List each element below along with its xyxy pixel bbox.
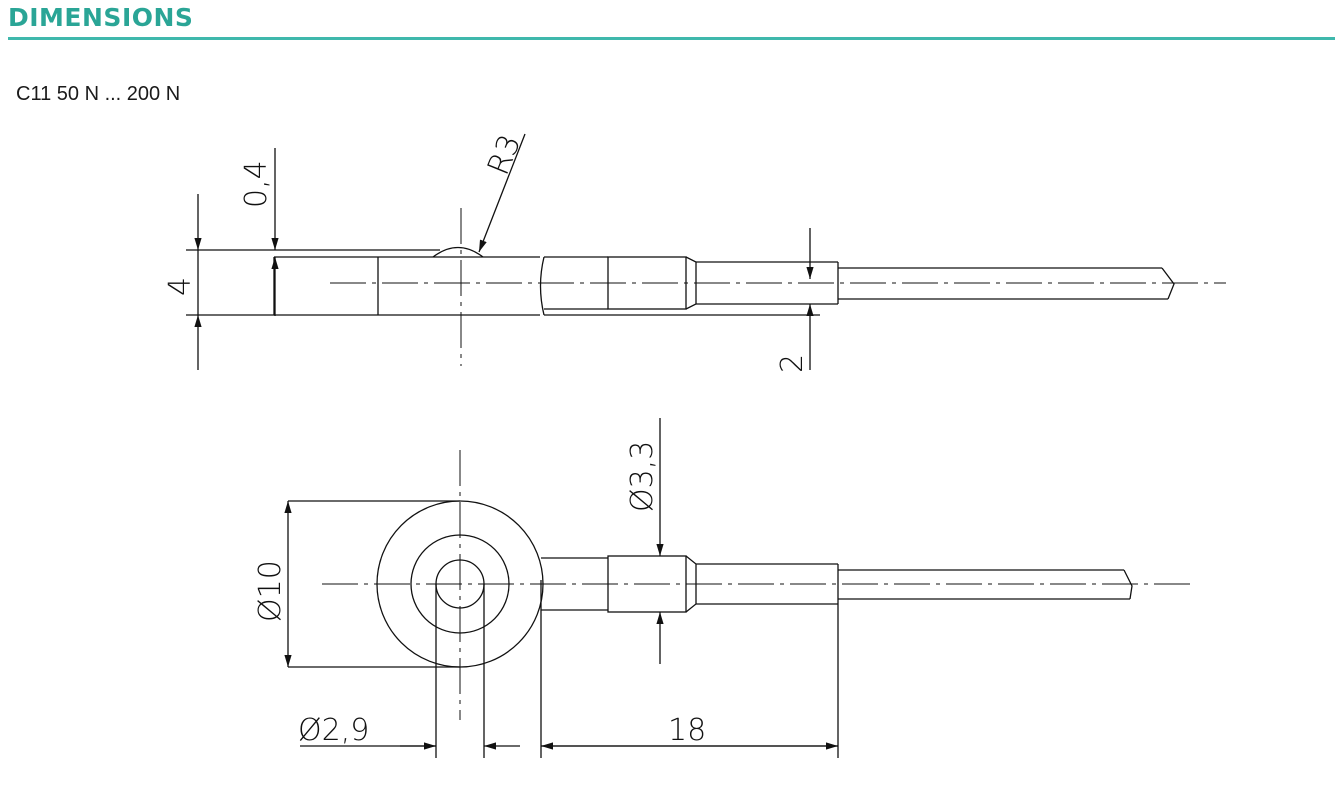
cable-side (838, 267, 1175, 300)
sleeve-side (539, 256, 839, 316)
sleeve-top (540, 555, 839, 758)
dim-dome-radius (478, 133, 526, 253)
model-label: C11 50 N ... 200 N (16, 83, 181, 105)
section-header: DIMENSIONS (8, 2, 1335, 40)
dim-label-body-diameter: Ø10 (253, 560, 288, 622)
centerlines-side (330, 208, 1226, 366)
centerlines-top (322, 450, 1194, 720)
dim-label-thickness: 4 (163, 277, 198, 296)
section-title: DIMENSIONS (8, 3, 194, 32)
dim-label-cable-height: 2 (775, 354, 810, 373)
top-view (284, 418, 1194, 758)
dim-label-sleeve-diameter: Ø3,3 (625, 441, 660, 512)
dim-label-dome-radius: R3 (481, 130, 528, 180)
dim-label-length: 18 (668, 713, 706, 748)
dim-label-hole-diameter: Ø2,9 (298, 713, 369, 748)
dim-label-dome-height: 0,4 (239, 160, 274, 208)
sensor-body-side (186, 246, 540, 316)
side-view (186, 133, 1226, 370)
cable-top (838, 569, 1133, 600)
